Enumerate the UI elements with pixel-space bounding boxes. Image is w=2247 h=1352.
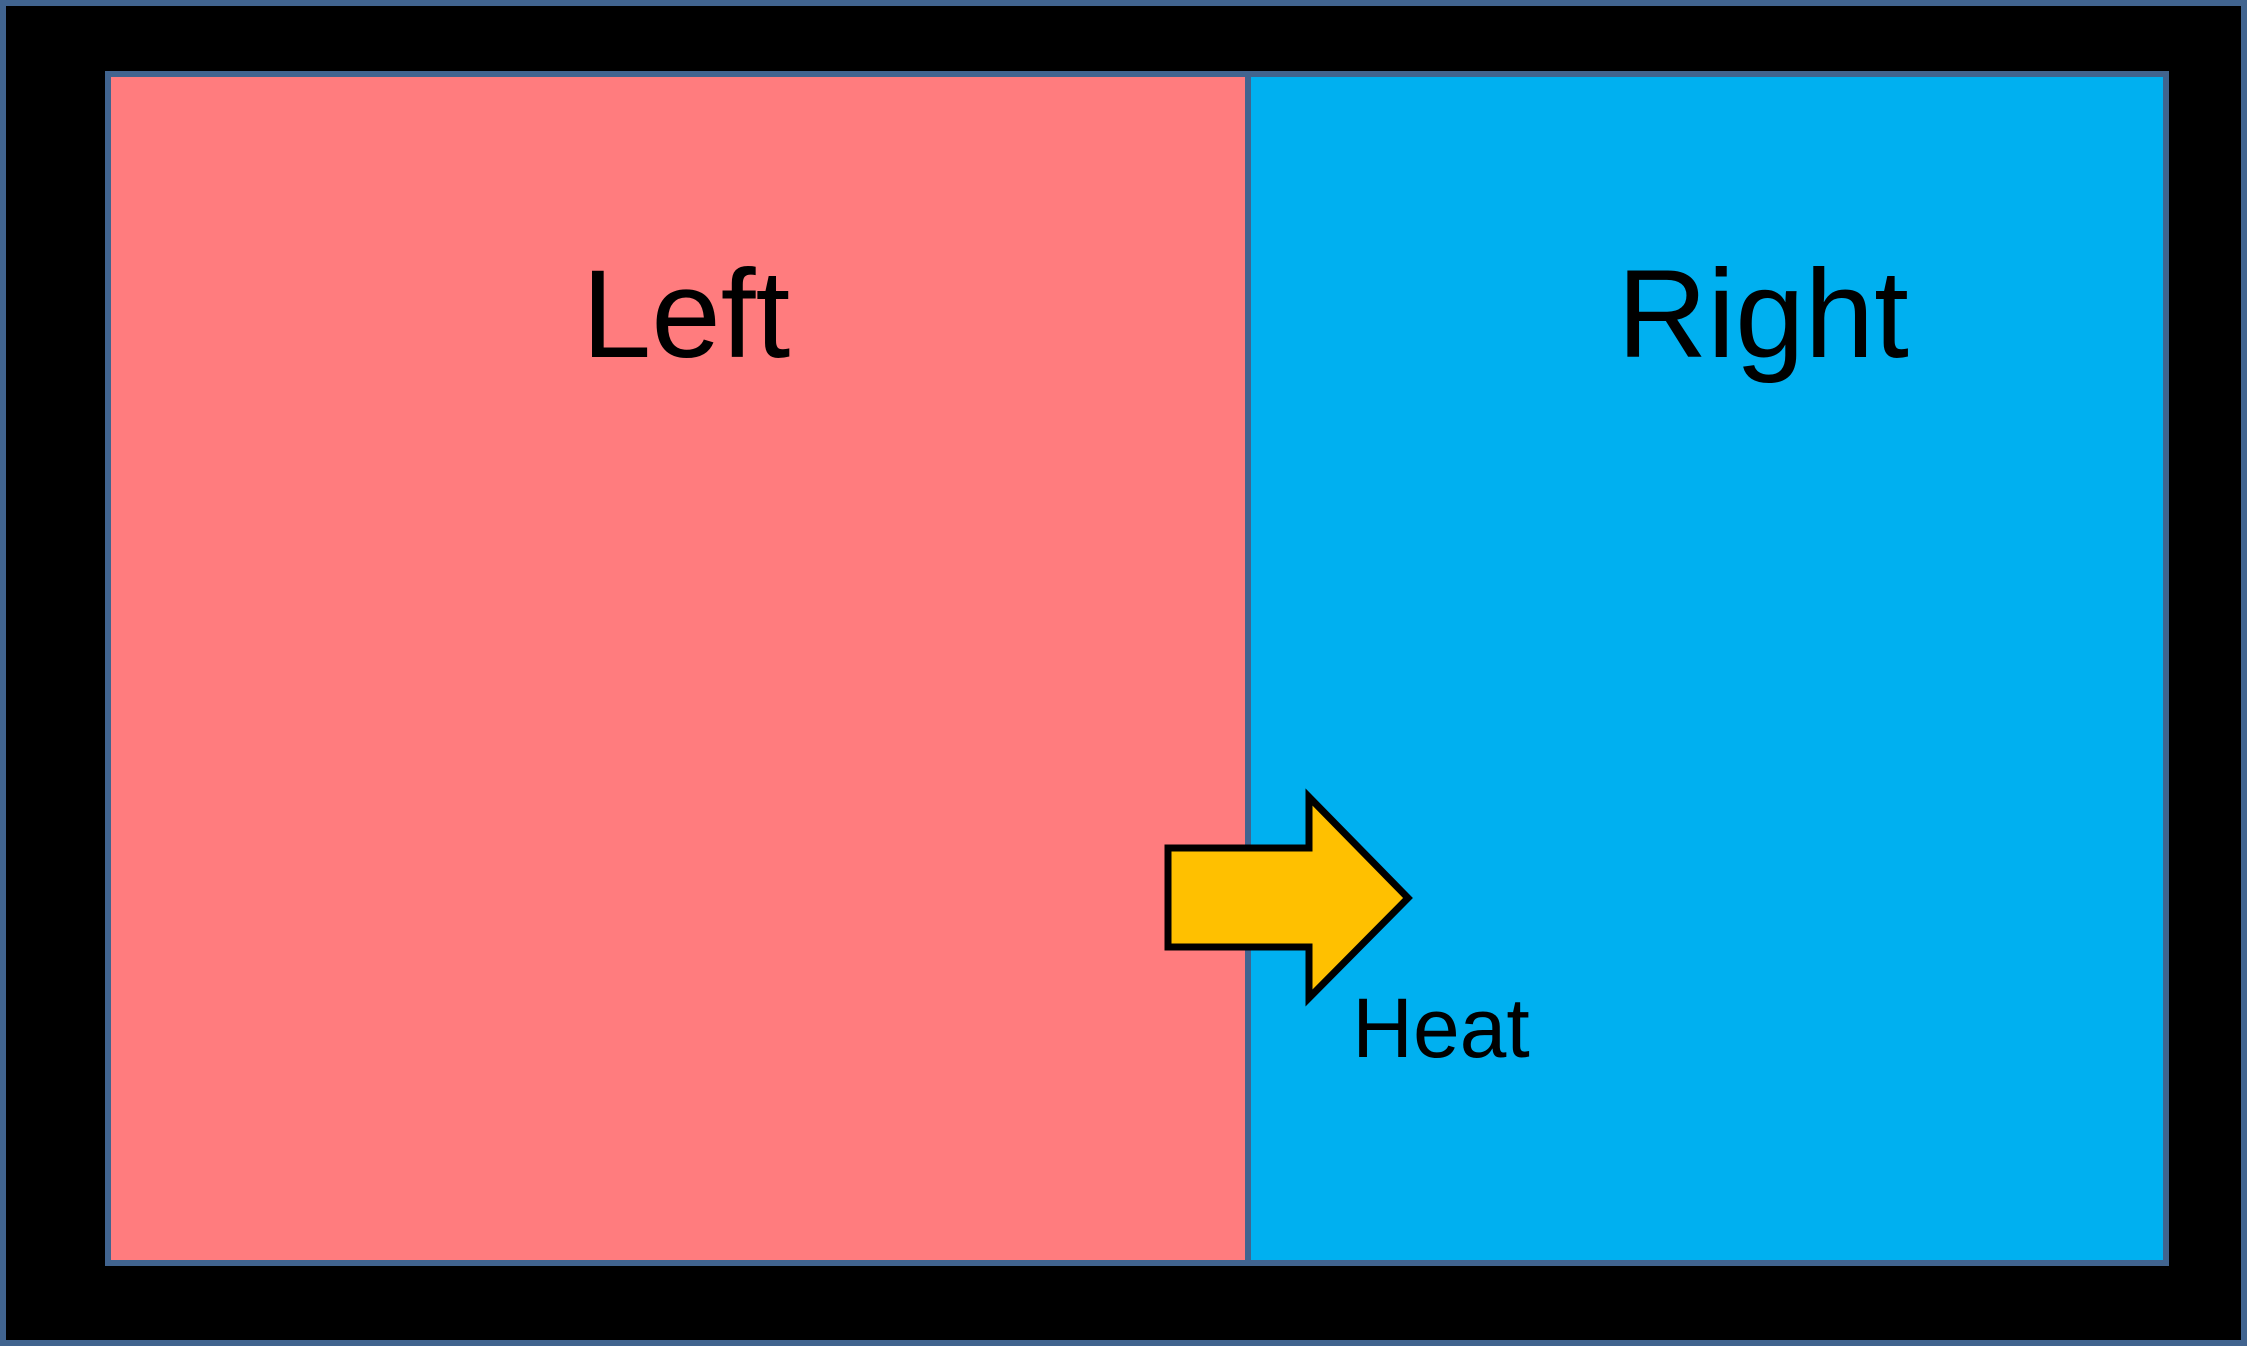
heat-label: Heat [1352,981,1530,1075]
left-label: Left [581,245,791,384]
left-chamber [105,71,1251,1266]
right-chamber [1245,71,2169,1266]
right-label: Right [1617,245,1909,384]
